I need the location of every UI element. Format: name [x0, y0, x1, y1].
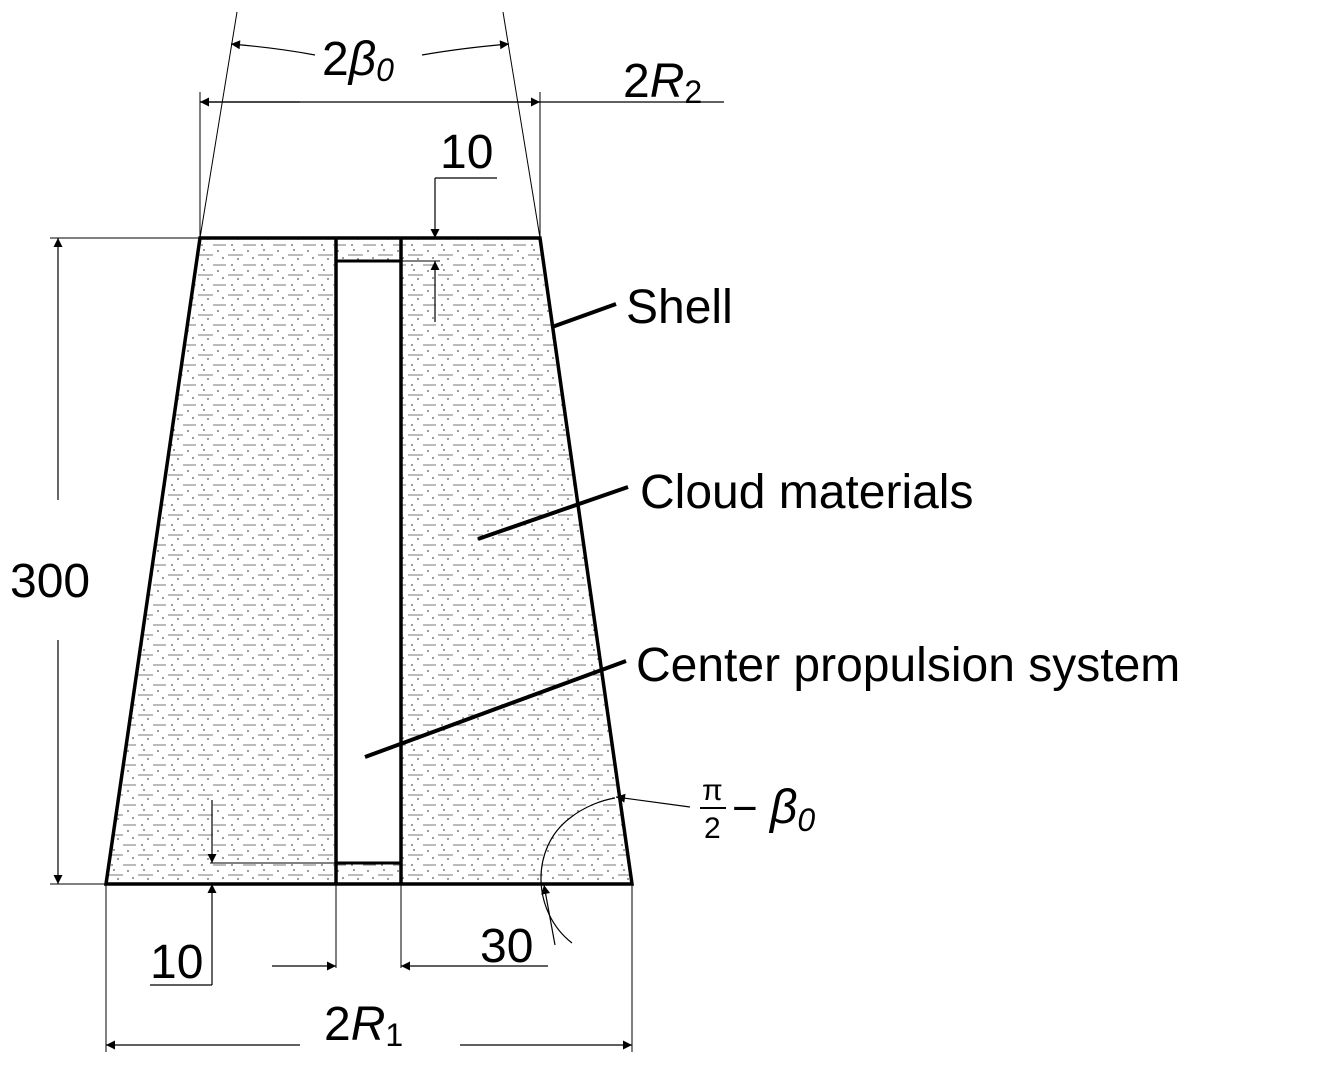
center-tube-core — [336, 261, 401, 863]
top-wall-dimension — [430, 177, 497, 322]
bottom-wall-label: 10 — [150, 936, 203, 989]
inner-width-label: 30 — [480, 920, 533, 973]
height-label: 300 — [10, 555, 90, 608]
bottom-width-dimension — [105, 884, 633, 1052]
top-width-dimension — [199, 92, 724, 238]
angle-dimension-top — [199, 11, 541, 239]
height-dimension — [50, 237, 200, 885]
top-width-label: 2R2 — [623, 55, 702, 110]
center-leader — [364, 659, 627, 759]
cloud-leader — [477, 485, 629, 541]
side-angle-symbol: β0 — [768, 781, 815, 838]
leader-lines — [364, 302, 629, 759]
shell-leader — [551, 302, 617, 329]
angle-top-label: 2β0 — [322, 33, 394, 88]
side-angle-minus: − — [732, 784, 758, 833]
cloud-materials-label: Cloud materials — [640, 466, 973, 519]
bottom-wall-dimension — [150, 800, 217, 986]
side-angle-label: π 2 − β0 — [700, 774, 815, 845]
side-angle-denominator: 2 — [704, 812, 721, 845]
top-wall-label: 10 — [440, 126, 493, 179]
side-angle-dimension — [540, 793, 691, 946]
center-propulsion-tube — [210, 238, 440, 884]
shell-label: Shell — [626, 281, 733, 334]
bottom-width-label: 2R1 — [324, 998, 403, 1053]
center-propulsion-label: Center propulsion system — [636, 639, 1180, 692]
inner-width-dimension — [272, 884, 548, 971]
side-angle-numerator: π — [702, 774, 723, 807]
